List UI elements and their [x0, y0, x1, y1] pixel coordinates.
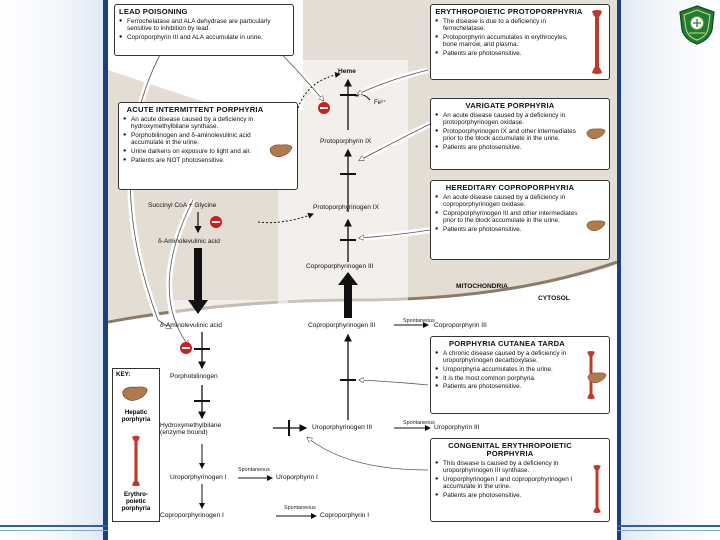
- variegate-porphyria-title: VARIGATE PORPHYRIA: [465, 101, 555, 110]
- bone-icon: [592, 10, 602, 74]
- acute-intermittent-porphyria-item: Urine darkens on exposure to light and a…: [123, 148, 267, 155]
- porphyria-cutanea-tarda-item: Uroporphyria accumulates in the urine.: [435, 366, 579, 373]
- legend-key: KEY: Hepatic porphyria Erythro-poietic p…: [112, 368, 160, 522]
- acute-intermittent-porphyria-box: ACUTE INTERMITTENT PORPHYRIA An acute di…: [118, 102, 298, 190]
- spontaneous-label: Spontaneous: [403, 318, 435, 324]
- coproporphyrinogen-i-label: Coproporphyrinogen I: [160, 512, 224, 519]
- variegate-porphyria-item: Protoporphyrinogen IX and other intermed…: [435, 128, 585, 142]
- right-slide-margin: [620, 0, 720, 540]
- protoporphyrin-ix-label: Protoporphyrin IX: [320, 138, 372, 145]
- inhibition-icon: [318, 102, 330, 114]
- congenital-erythropoietic-porphyria-item: Patients are photosensitive.: [435, 492, 585, 499]
- spontaneous-label: Spontaneous: [284, 505, 316, 511]
- acute-intermittent-porphyria-item: Patients are NOT photosensitive.: [123, 157, 267, 164]
- coproporphyrinogen-iii-mito-label: Coproporphyrinogen III: [306, 263, 374, 270]
- ala-mito-label: δ-Aminolevulinic acid: [158, 238, 220, 245]
- congenital-erythropoietic-porphyria-box: CONGENITAL ERYTHROPOIETIC PORPHYRIA This…: [430, 438, 610, 522]
- coproporphyrin-i-label: Coproporphyrin I: [320, 512, 370, 519]
- liver-icon: [122, 386, 148, 401]
- succinyl-coa-glycine-label: Succinyl CoA + Glycine: [148, 202, 217, 209]
- protoporphyrinogen-ix-label: Protoporphyrinogen IX: [313, 204, 379, 211]
- uroporphyrin-i-label: Uroporphyrin I: [276, 474, 318, 481]
- heme-pathway-figure: Heme Fe²⁺ Protoporphyrin IX Protoporphyr…: [108, 0, 617, 540]
- ala-cytosol-label: δ-Aminolevulinic acid: [160, 322, 222, 329]
- bone-icon: [132, 435, 140, 487]
- congenital-erythropoietic-porphyria-item: This disease is caused by a deficiency i…: [435, 460, 585, 474]
- spontaneous-label: Spontaneous: [403, 420, 435, 426]
- cytosol-label: CYTOSOL: [538, 295, 570, 302]
- lead-poisoning-item: Ferrochelatase and ALA dehydrase are par…: [119, 18, 289, 32]
- porphyria-cutanea-tarda-title: PORPHYRIA CUTANEA TARDA: [449, 339, 565, 348]
- acute-intermittent-porphyria-title: ACUTE INTERMITTENT PORPHYRIA: [126, 105, 264, 114]
- hereditary-coproporphyria-title: HEREDITARY COPROPORPHYRIA: [445, 183, 575, 192]
- lead-poisoning-item: Coproporphyrin III and ALA accumulate in…: [119, 34, 289, 41]
- iron-label: Fe²⁺: [374, 100, 387, 106]
- heme-label: Heme: [338, 68, 356, 75]
- liver-icon: [586, 128, 606, 140]
- hereditary-coproporphyria-box: HEREDITARY COPROPORPHYRIA An acute disea…: [430, 180, 610, 260]
- erythropoietic-protoporphyria-title: ERYTHROPOIETIC PROTOPORPHYRIA: [435, 7, 583, 16]
- university-crest-icon: [679, 5, 715, 45]
- inhibition-icon: [210, 216, 222, 228]
- variegate-porphyria-box: VARIGATE PORPHYRIA An acute disease caus…: [430, 98, 610, 170]
- hydroxymethylbilane-label: Hydroxymethylbilane (enzyme bound): [160, 422, 222, 436]
- uroporphyrinogen-i-label: Uroporphyrinogen I: [170, 474, 227, 481]
- right-blue-rule: [617, 0, 621, 540]
- acute-intermittent-porphyria-item: An acute disease caused by a deficiency …: [123, 116, 267, 130]
- liver-icon: [586, 220, 606, 232]
- left-blue-rule: [103, 0, 108, 540]
- acute-intermittent-porphyria-item: Porphobilinogen and δ-aminolevulinic aci…: [123, 132, 267, 146]
- porphyria-cutanea-tarda-item: A chronic disease caused by a deficiency…: [435, 350, 579, 364]
- erythropoietic-protoporphyria-item: Protoporphyrin accumulates in erythrocyt…: [435, 34, 583, 48]
- uroporphyrin-iii-label: Uroporphyrin III: [434, 424, 480, 431]
- key-hepatic-label: Hepatic porphyria: [121, 409, 151, 423]
- porphyria-cutanea-tarda-box: PORPHYRIA CUTANEA TARDA A chronic diseas…: [430, 336, 610, 414]
- erythropoietic-protoporphyria-item: Patients are photosensitive.: [435, 50, 583, 57]
- erythropoietic-protoporphyria-item: The disease is due to a deficiency in fe…: [435, 18, 583, 32]
- erythropoietic-protoporphyria-box: ERYTHROPOIETIC PROTOPORPHYRIA The diseas…: [430, 4, 610, 80]
- porphyria-cutanea-tarda-item: It is the most common porphyria.: [435, 375, 579, 382]
- inhibition-icon: [180, 342, 192, 354]
- spontaneous-label: Spontaneous: [238, 467, 270, 473]
- congenital-erythropoietic-porphyria-item: Uroporphyrinogen I and coproporphyrinoge…: [435, 476, 585, 490]
- porphyria-cutanea-tarda-item: Patients are photosensitive.: [435, 383, 579, 390]
- uroporphyrinogen-iii-label: Uroporphyrinogen III: [312, 424, 373, 431]
- congenital-erythropoietic-porphyria-title: CONGENITAL ERYTHROPOIETIC PORPHYRIA: [448, 441, 572, 458]
- liver-icon: [269, 144, 293, 158]
- hereditary-coproporphyria-item: Patients are photosensitive.: [435, 226, 585, 233]
- coproporphyrin-iii-label: Coproporphyrin III: [434, 322, 487, 329]
- bone-icon: [593, 465, 601, 513]
- left-slide-margin: [0, 0, 105, 540]
- variegate-porphyria-item: An acute disease caused by a deficiency …: [435, 112, 585, 126]
- lead-poisoning-title: LEAD POISONING: [119, 7, 188, 16]
- coproporphyrinogen-iii-cyto-label: Coproporphyrinogen III: [308, 322, 376, 329]
- key-title: KEY:: [116, 371, 131, 378]
- hereditary-coproporphyria-item: An acute disease caused by a deficiency …: [435, 194, 585, 208]
- lead-poisoning-box: LEAD POISONING Ferrochelatase and ALA de…: [114, 4, 294, 56]
- porphobilinogen-label: Porphobilinogen: [170, 373, 218, 380]
- key-erythropoietic-label: Erythro-poietic porphyria: [121, 491, 151, 512]
- mitochondria-label: MITOCHONDRIA: [456, 283, 508, 290]
- liver-icon: [587, 372, 607, 384]
- variegate-porphyria-item: Patients are photosensitive.: [435, 144, 585, 151]
- hereditary-coproporphyria-item: Coproporphyrinogen III and other interme…: [435, 210, 585, 224]
